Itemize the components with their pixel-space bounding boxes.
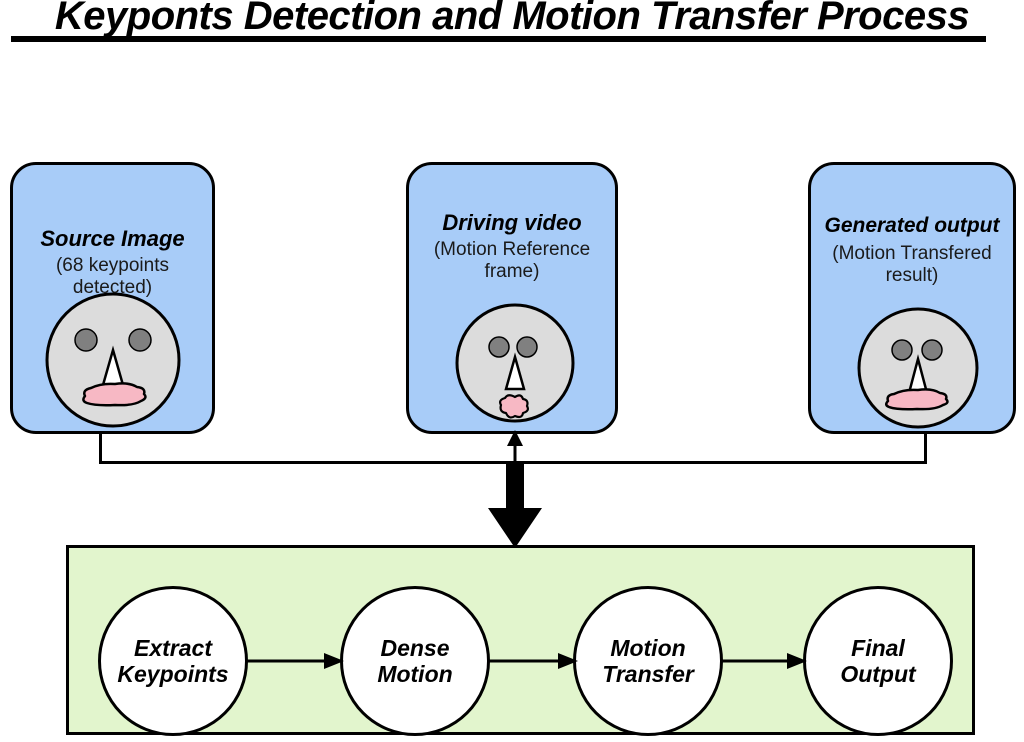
box-generated-output-heading: Generated output — [824, 214, 1000, 237]
pipeline-node-final-output[interactable]: Final Output — [803, 586, 953, 736]
pipeline-node-dense-motion-label: Dense Motion — [377, 634, 453, 687]
pipeline-node-extract-keypoints[interactable]: Extract Keypoints — [98, 586, 248, 736]
box-driving-video-heading: Driving video — [442, 210, 582, 235]
face-generated-output — [855, 305, 981, 431]
pipeline-arrow-extract-to-dense — [246, 653, 344, 669]
connector-source-stub — [99, 434, 102, 461]
box-driving-video-subtitle: (Motion Reference frame) — [433, 239, 591, 282]
box-source-image-heading: Source Image — [40, 226, 185, 251]
face-source-image — [43, 290, 183, 430]
pipeline-node-motion-transfer-label: Motion Transfer — [602, 634, 694, 687]
box-source-image[interactable]: Source Image (68 keypoints detected) — [10, 162, 215, 434]
connector-generated-stub — [924, 434, 927, 461]
pipeline-node-extract-keypoints-label: Extract Keypoints — [117, 634, 229, 687]
box-generated-output[interactable]: Generated output (Motion Transfered resu… — [808, 162, 1016, 434]
driving-video-feedback-arrow — [507, 430, 523, 466]
pipeline-node-motion-transfer[interactable]: Motion Transfer — [573, 586, 723, 736]
face-illustration-driving — [455, 303, 575, 423]
pipeline-node-dense-motion[interactable]: Dense Motion — [340, 586, 490, 736]
pipeline-arrow-transfer-to-final — [721, 653, 807, 669]
box-driving-video[interactable]: Driving video (Motion Reference frame) — [406, 162, 618, 434]
box-source-image-subtitle: (68 keypoints detected) — [55, 255, 169, 298]
pipeline-node-final-output-label: Final Output — [840, 634, 916, 687]
face-illustration-generated — [857, 307, 979, 429]
page-title: Keyponts Detection and Motion Transfer P… — [54, 0, 970, 38]
face-illustration-source — [45, 292, 181, 428]
title-underline — [11, 36, 986, 42]
box-generated-output-subtitle: (Motion Transfered result) — [832, 243, 992, 286]
face-driving-video — [453, 301, 577, 425]
pipeline-arrow-dense-to-transfer — [488, 653, 578, 669]
pipeline-input-arrow — [488, 462, 542, 548]
